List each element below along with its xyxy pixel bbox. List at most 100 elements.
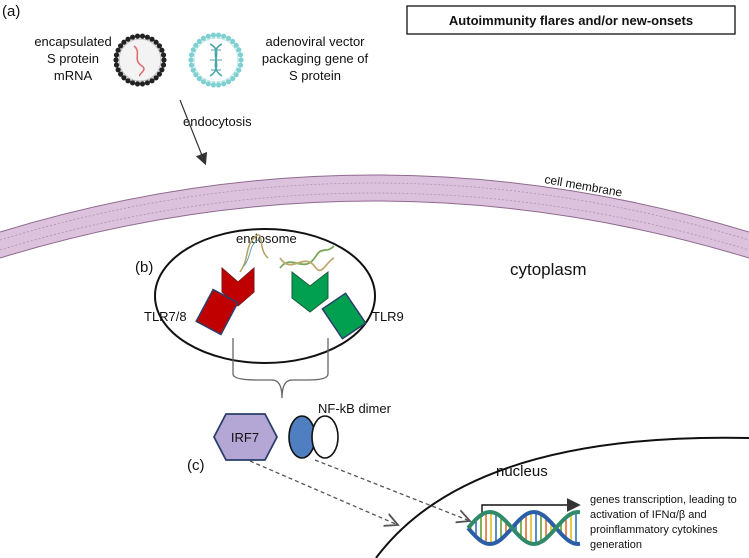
cell-membrane xyxy=(0,174,749,259)
svg-text:genes transcription, leading t: genes transcription, leading to xyxy=(590,494,737,506)
lipid-dot xyxy=(238,57,244,63)
endocytosis-label: endocytosis xyxy=(183,114,252,129)
lipid-nanoparticle-mrna-icon xyxy=(113,33,167,87)
lipid-dot xyxy=(153,75,159,81)
lipid-dot xyxy=(118,43,124,49)
lipid-dot xyxy=(113,62,120,68)
lipid-dot xyxy=(156,43,162,49)
lipid-dot xyxy=(210,32,216,38)
lipid-dot xyxy=(237,52,244,58)
lipid-dot xyxy=(230,38,236,45)
lipid-dot xyxy=(200,35,207,41)
panel-label-c: (c) xyxy=(187,457,205,474)
lipid-dot xyxy=(221,33,227,39)
lipid-dot xyxy=(190,47,196,53)
lipid-dot xyxy=(216,82,222,88)
nfkb-label: NF-kB dimer xyxy=(318,401,392,416)
lipid-dot xyxy=(188,62,195,68)
svg-text:S protein: S protein xyxy=(289,68,341,83)
lipid-dot xyxy=(196,38,202,45)
lipid-dot xyxy=(233,42,239,48)
tlr9-receptor xyxy=(291,270,367,340)
tlr78-label: TLR7/8 xyxy=(144,309,187,324)
lipid-dot xyxy=(188,52,195,58)
lipid-dot xyxy=(225,35,232,41)
dsdna-icon xyxy=(279,245,335,272)
irf7-protein: IRF7 xyxy=(212,413,279,461)
tlr78-receptor xyxy=(195,266,255,336)
dna-strand xyxy=(466,509,581,547)
lipid-dot xyxy=(160,62,167,68)
lipid-dot xyxy=(216,32,222,38)
lipid-dot xyxy=(196,76,202,82)
mrna-vaccine-label: encapsulated S protein mRNA xyxy=(34,34,111,83)
lipid-dot xyxy=(159,67,165,73)
lipid-dot xyxy=(233,72,239,78)
lipid-dot xyxy=(159,47,165,53)
title-box: Autoimmunity flares and/or new-onsets xyxy=(406,5,736,35)
lipid-dot xyxy=(130,34,136,40)
lipid-dot xyxy=(134,81,141,87)
lipid-dot xyxy=(230,76,236,82)
svg-text:mRNA: mRNA xyxy=(54,68,93,83)
svg-text:proinflammatory cytokines: proinflammatory cytokines xyxy=(590,524,718,536)
svg-text:encapsulated: encapsulated xyxy=(34,34,111,49)
lipid-dot xyxy=(156,71,162,77)
endosome-label: endosome xyxy=(236,231,297,246)
svg-text:generation: generation xyxy=(590,539,642,551)
lipid-dot xyxy=(190,67,196,73)
lipid-dot xyxy=(221,81,227,87)
lipid-dot xyxy=(205,81,211,87)
lipid-dot xyxy=(113,57,119,63)
lipid-dot xyxy=(205,33,211,39)
lipid-dot xyxy=(188,57,194,63)
nfkb-translocation-arrow xyxy=(314,459,470,521)
lipid-dot xyxy=(193,72,199,78)
dna-strand xyxy=(466,509,581,547)
lipid-dot xyxy=(115,67,121,73)
lipid-dot xyxy=(139,81,146,87)
lipid-dot xyxy=(161,57,167,63)
lipid-dot xyxy=(118,71,124,77)
lipid-dot xyxy=(149,36,155,42)
lipid-dot xyxy=(236,47,242,53)
adenoviral-vector-label: adenoviral vector packaging gene of S pr… xyxy=(262,34,369,83)
lipid-dot xyxy=(144,34,150,40)
lipid-dot xyxy=(139,33,146,39)
lipid-dot xyxy=(149,78,155,84)
lipid-dot xyxy=(130,80,136,86)
svg-text:IRF7: IRF7 xyxy=(231,430,259,445)
svg-text:S protein: S protein xyxy=(47,51,99,66)
nfkb-dimer xyxy=(288,415,339,459)
lipid-dot xyxy=(200,79,207,85)
nucleus-label: nucleus xyxy=(496,463,548,480)
lipid-dot xyxy=(125,36,131,42)
ssrna-icon xyxy=(239,234,269,273)
nucleus-membrane xyxy=(375,436,749,558)
panel-label-b: (b) xyxy=(135,259,153,276)
lipid-dot xyxy=(160,52,167,58)
irf7-translocation-arrow xyxy=(249,460,398,525)
lipid-dot xyxy=(193,42,199,48)
signal-convergence-bracket xyxy=(232,338,329,399)
lipid-dot xyxy=(210,82,216,88)
dna-helix-icon xyxy=(466,498,581,547)
lipid-dot xyxy=(115,47,121,53)
cytoplasm-label: cytoplasm xyxy=(510,260,587,279)
lipid-dot xyxy=(225,79,232,85)
svg-text:packaging gene of: packaging gene of xyxy=(262,51,369,66)
endocytosis-arrow xyxy=(179,99,208,166)
lipid-dot xyxy=(121,39,127,45)
svg-text:activation of IFNα/β and: activation of IFNα/β and xyxy=(590,509,707,521)
lipid-dot xyxy=(144,80,150,86)
lipid-dot xyxy=(237,62,244,68)
lipid-dot xyxy=(121,75,127,81)
title-text: Autoimmunity flares and/or new-onsets xyxy=(449,13,693,28)
lipid-dot xyxy=(236,67,242,73)
lipid-dot xyxy=(125,78,131,84)
adenoviral-vector-icon xyxy=(188,32,244,88)
svg-text:adenoviral vector: adenoviral vector xyxy=(266,34,366,49)
outcome-text: genes transcription, leading to activati… xyxy=(590,494,737,551)
lipid-dot xyxy=(153,39,159,45)
